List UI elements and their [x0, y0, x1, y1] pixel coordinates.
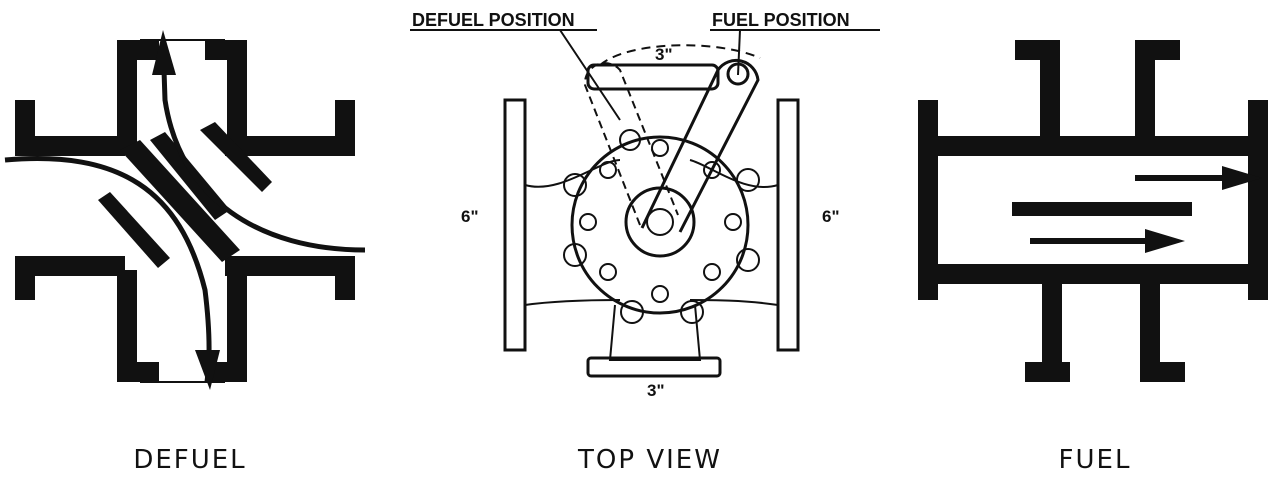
defuel-caption: DEFUEL — [133, 445, 247, 475]
right-flange — [776, 98, 800, 352]
body-bolts — [579, 139, 742, 303]
top-view-caption: TOP VIEW — [578, 445, 722, 475]
fuel-handle — [640, 59, 760, 233]
left-flange — [503, 98, 527, 352]
fuel-flow-arrows — [1030, 166, 1262, 253]
fuel-caption: FUEL — [1058, 445, 1132, 475]
dim-left: 6" — [461, 207, 479, 226]
defuel-vanes — [98, 122, 272, 268]
defuel-pipe-body — [15, 39, 355, 383]
dim-top: 3" — [655, 45, 673, 64]
defuel-position-label: DEFUEL POSITION — [412, 10, 575, 30]
outer-lugs — [563, 129, 760, 324]
valve-body — [570, 135, 750, 315]
defuel-view — [4, 30, 366, 390]
fuel-vane — [1012, 202, 1192, 216]
fuel-position-label: FUEL POSITION — [712, 10, 850, 30]
fuel-view — [918, 40, 1268, 382]
dim-bottom: 3" — [647, 381, 665, 400]
top-view: DEFUEL POSITION FUEL POSITION — [410, 10, 880, 400]
defuel-flow-arrows — [4, 30, 366, 390]
bottom-flange — [586, 356, 722, 378]
dim-right: 6" — [822, 207, 840, 226]
